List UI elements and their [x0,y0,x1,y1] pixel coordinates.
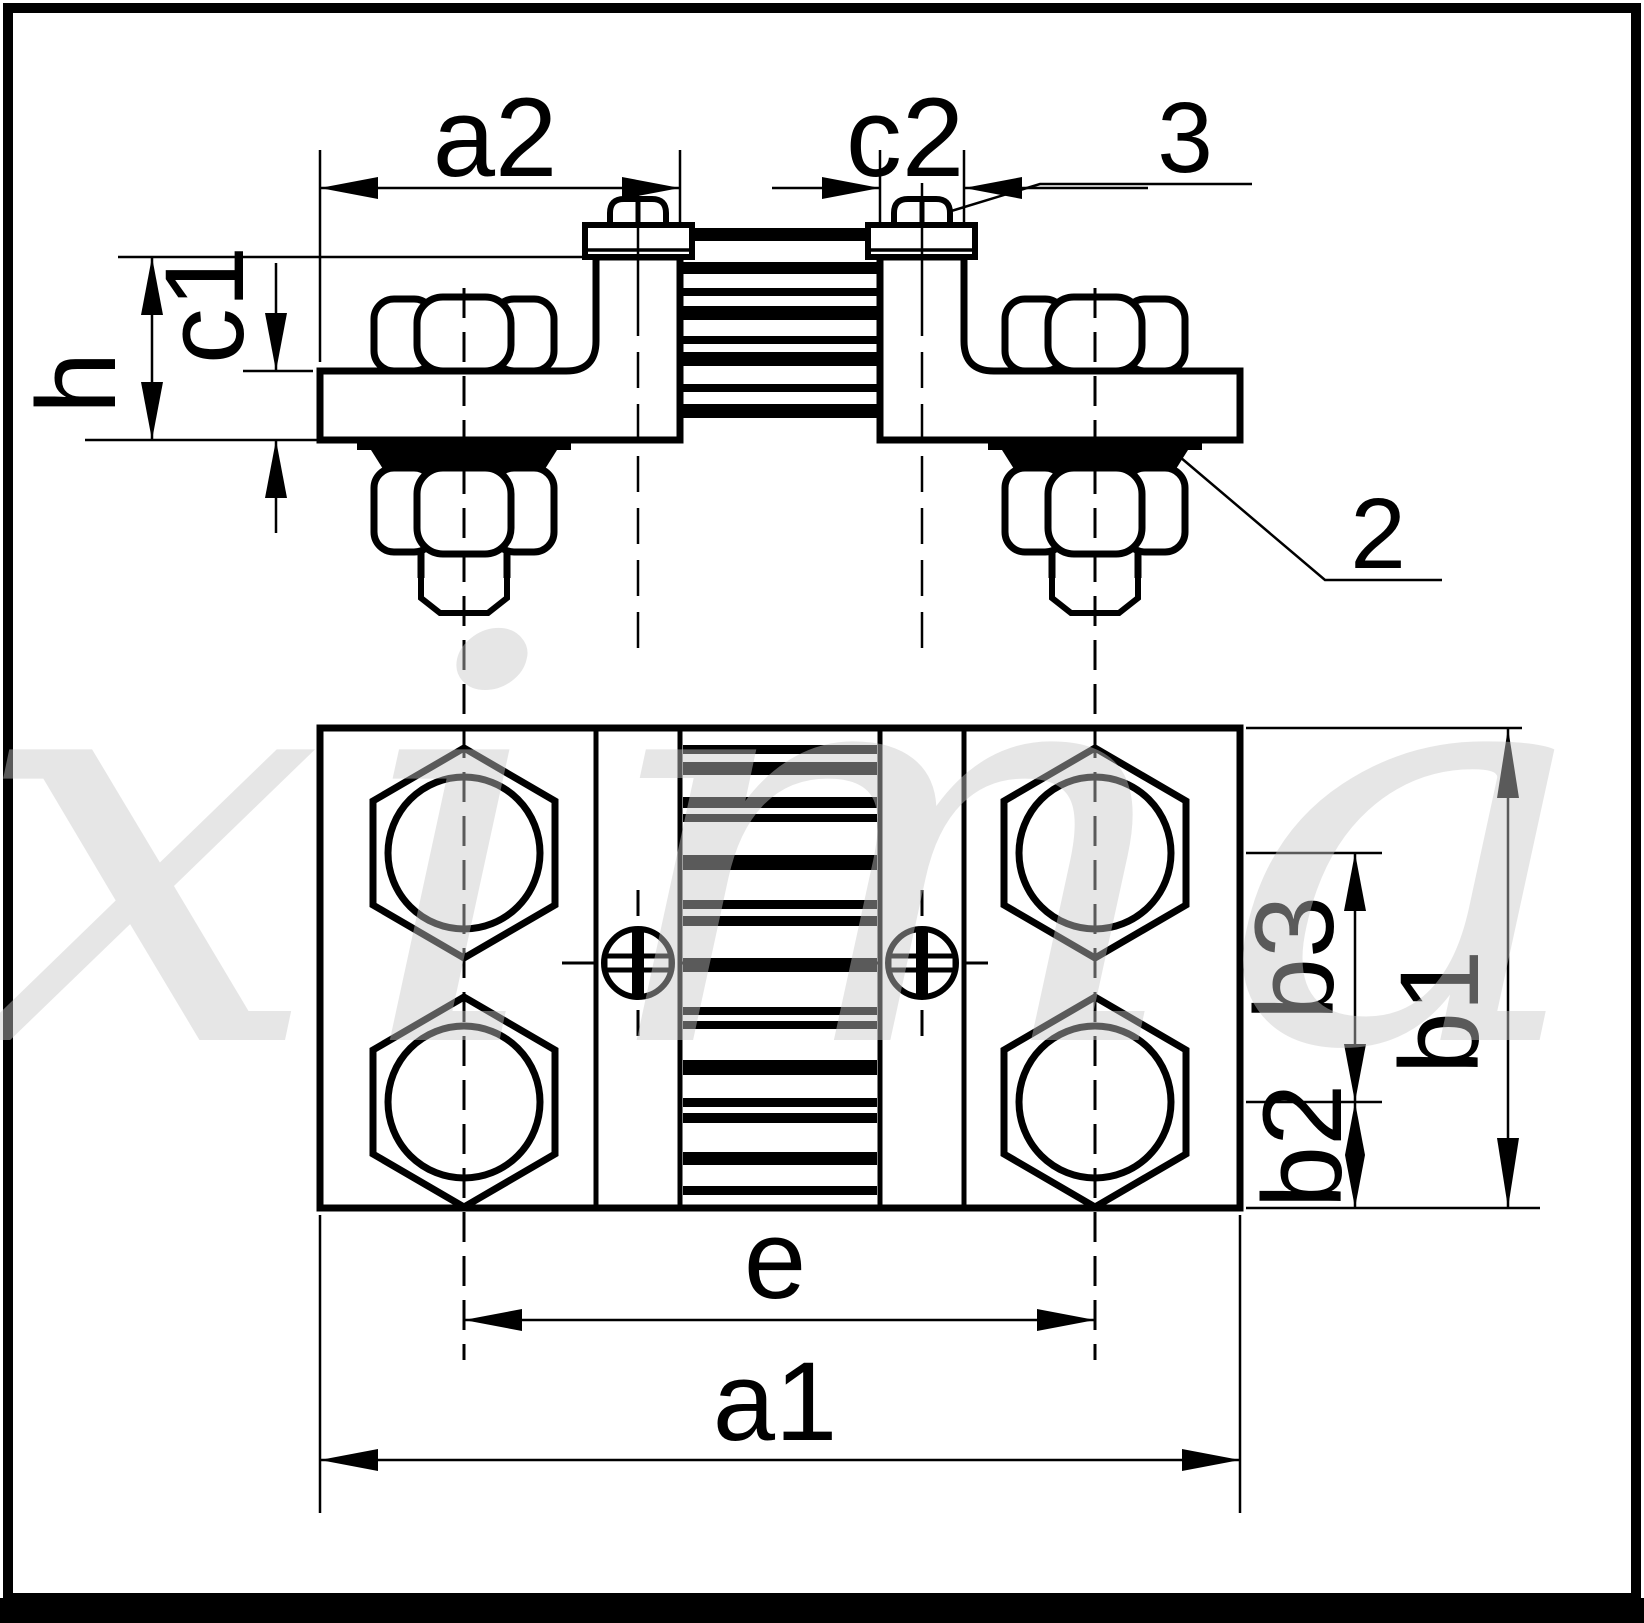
side-view: a2 c2 h c1 [14,75,1442,652]
watermark-text: xima [0,521,1630,1173]
dimension-b3: b3 [1232,851,1382,1104]
callout-3: 3 [947,82,1252,214]
left-terminal-plate [316,253,684,444]
centerlines [462,288,1097,1360]
left-screw-head [607,183,669,652]
dimension-b2: b2 [1240,1084,1365,1209]
dimension-a2: a2 [318,75,682,362]
dim-label-a2: a2 [433,75,558,200]
dim-label-b3: b3 [1232,896,1357,1021]
dim-label-b2: b2 [1240,1084,1365,1209]
lamination-strips-plan [683,745,877,1195]
dim-label-a1: a1 [713,1339,838,1464]
dimension-c2: c2 [772,75,1148,222]
callout-label-2: 2 [1350,478,1406,590]
right-screw-head [891,183,953,652]
right-terminal-plate [876,253,1244,444]
page-border [0,3,1644,1623]
lamination-strips-side [677,228,883,418]
dimension-c1: c1 [142,246,313,533]
dim-label-b1: b1 [1377,950,1502,1075]
dim-label-c1: c1 [142,246,267,364]
callout-label-3: 3 [1157,82,1213,194]
phillips-screw-right [846,890,988,1036]
dim-label-h: h [14,352,139,414]
dimension-b1: b1 [1246,726,1540,1210]
callout-2: 2 [1179,456,1442,590]
dimension-e: e [464,1197,1095,1331]
dim-label-e: e [744,1197,806,1322]
phillips-screw-left [562,890,704,1036]
dimension-a1: a1 [318,1215,1242,1513]
dimension-h: h [14,255,596,442]
dim-label-c2: c2 [846,75,964,200]
